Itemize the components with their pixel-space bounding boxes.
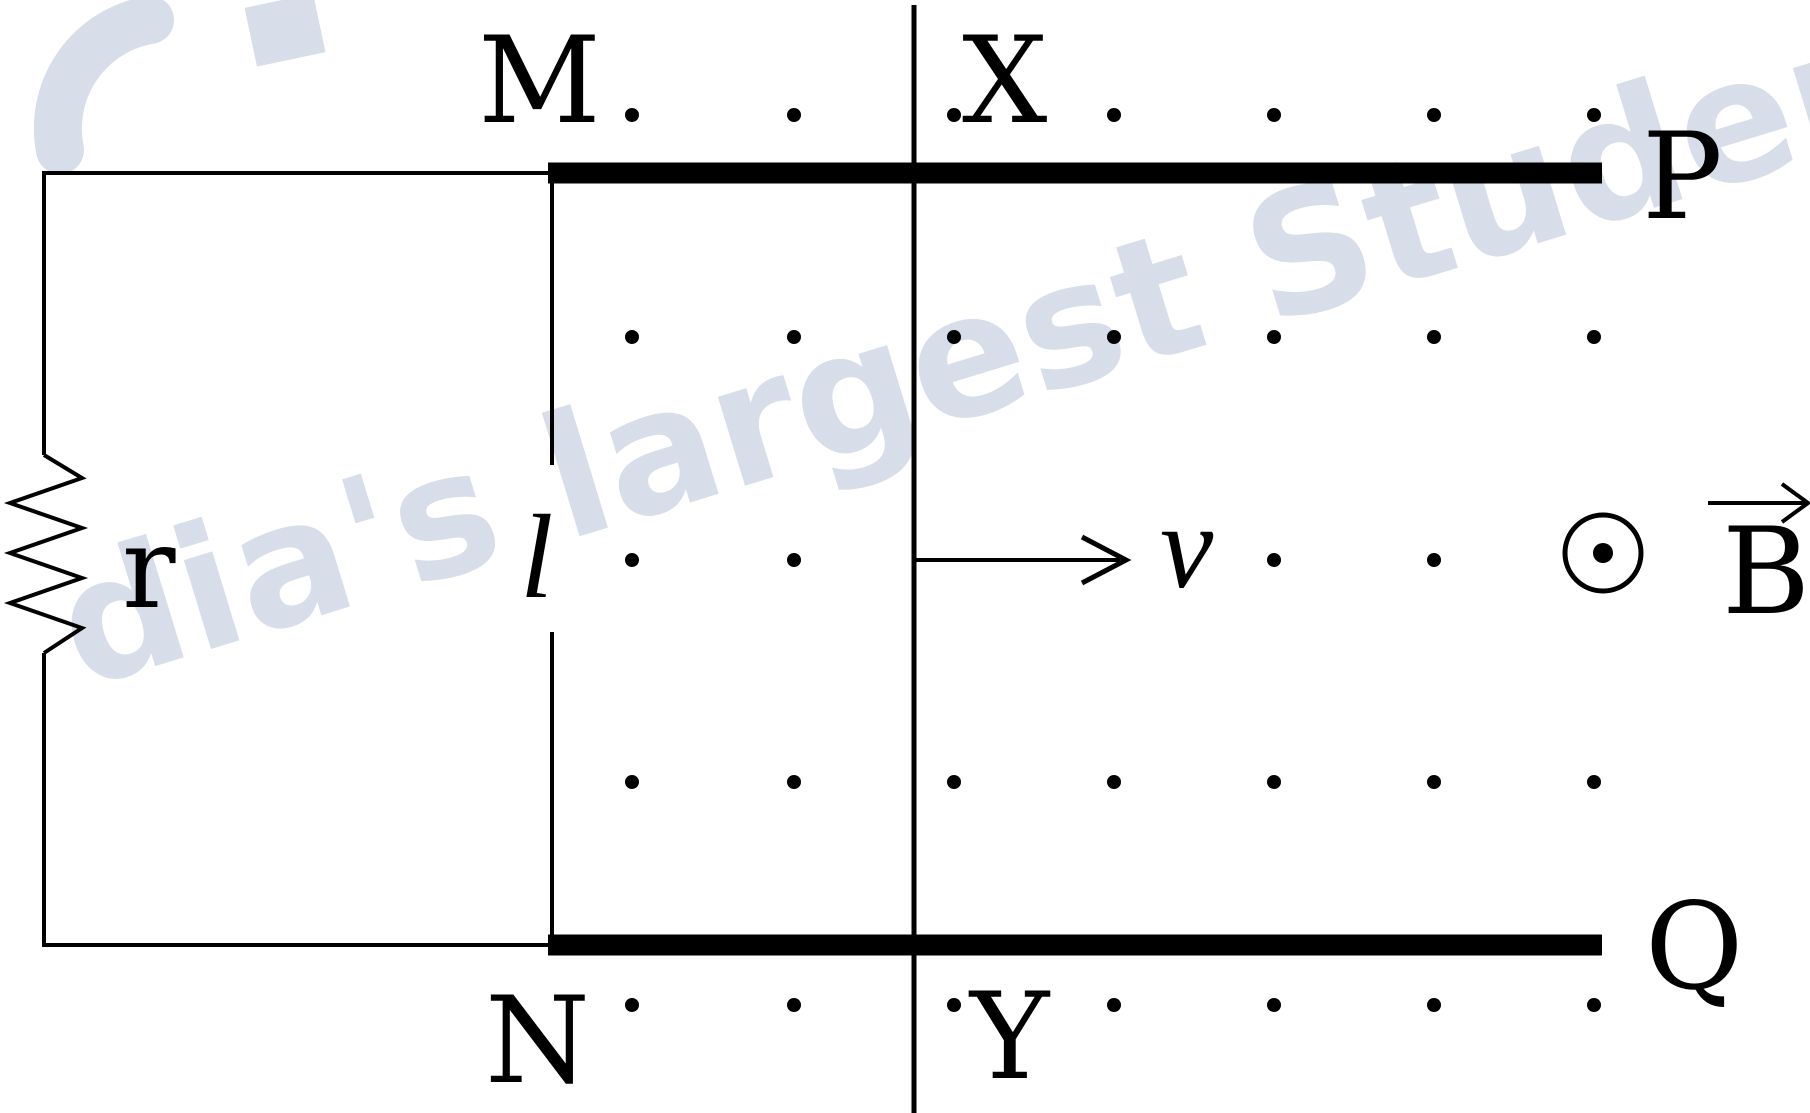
field-dot [1267, 330, 1281, 344]
field-dot [1587, 330, 1601, 344]
field-dot [1267, 553, 1281, 567]
field-symbol-dot [1593, 543, 1613, 563]
watermark: dia's largest Studen [33, 0, 1810, 728]
field-dot [787, 553, 801, 567]
watermark-logo-bar [244, 0, 326, 67]
field-dot [947, 108, 961, 122]
field-dot [1427, 998, 1441, 1012]
magnetic-field-symbol [1562, 512, 1644, 594]
field-dot [787, 998, 801, 1012]
label-q: Q [1645, 878, 1743, 1017]
field-dot [625, 330, 639, 344]
field-dot [625, 553, 639, 567]
field-dot [1107, 330, 1121, 344]
field-dot [1587, 108, 1601, 122]
field-dot [1587, 998, 1601, 1012]
field-dot [787, 775, 801, 789]
velocity-arrow-head [1080, 534, 1132, 586]
field-dot [1427, 553, 1441, 567]
label-y: Y [968, 968, 1051, 1107]
field-dot [787, 330, 801, 344]
resistor-circuit [3, 171, 554, 947]
velocity-arrow [914, 534, 1132, 586]
field-dot [1427, 775, 1441, 789]
field-dot [1267, 108, 1281, 122]
field-dot [947, 330, 961, 344]
magnetic-field-dots [625, 108, 1601, 1012]
field-dot [1427, 108, 1441, 122]
field-dot [625, 108, 639, 122]
label-l: l [520, 490, 553, 623]
field-dot [1267, 998, 1281, 1012]
label-n: N [485, 972, 590, 1111]
label-p: P [1642, 108, 1723, 247]
field-dot [1107, 775, 1121, 789]
watermark-logo-arc [33, 0, 174, 174]
label-x: X [962, 12, 1047, 151]
field-dot [1587, 775, 1601, 789]
label-m: M [478, 12, 601, 151]
vector-arrow-icon [1708, 482, 1810, 524]
circuit-wire-top [42, 171, 552, 455]
field-dot [947, 775, 961, 789]
field-dot [1427, 330, 1441, 344]
field-dot [947, 998, 961, 1012]
circuit-wire-bottom [42, 653, 552, 947]
field-dot [625, 775, 639, 789]
resistor-zigzag [3, 453, 89, 655]
field-symbol-circle [1562, 512, 1644, 594]
label-r: r [122, 504, 176, 634]
label-v: v [1160, 480, 1214, 613]
field-dot [1107, 998, 1121, 1012]
field-dot [787, 108, 801, 122]
label-b: B [1722, 503, 1810, 642]
field-dot [625, 998, 639, 1012]
field-dot [1107, 108, 1121, 122]
watermark-text: dia's largest Studen [35, 0, 1810, 728]
field-dot [1267, 775, 1281, 789]
